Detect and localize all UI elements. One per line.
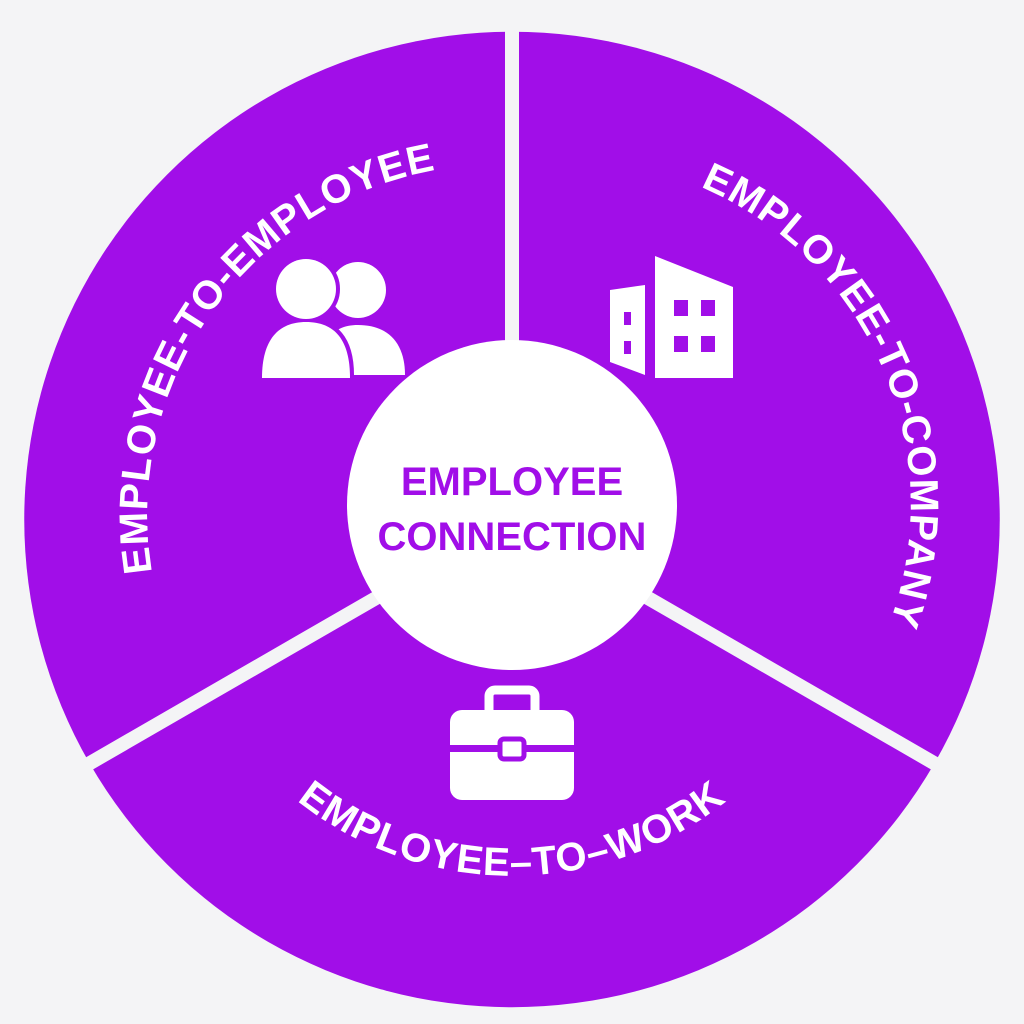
center-title-line2: CONNECTION: [378, 515, 647, 559]
center-hub: [347, 340, 677, 670]
wheel-segments: [24, 31, 1000, 1008]
center-title-line1: EMPLOYEE: [401, 460, 623, 504]
briefcase-icon: [450, 685, 574, 800]
building-icon: [610, 256, 733, 378]
people-icon: [257, 255, 405, 379]
